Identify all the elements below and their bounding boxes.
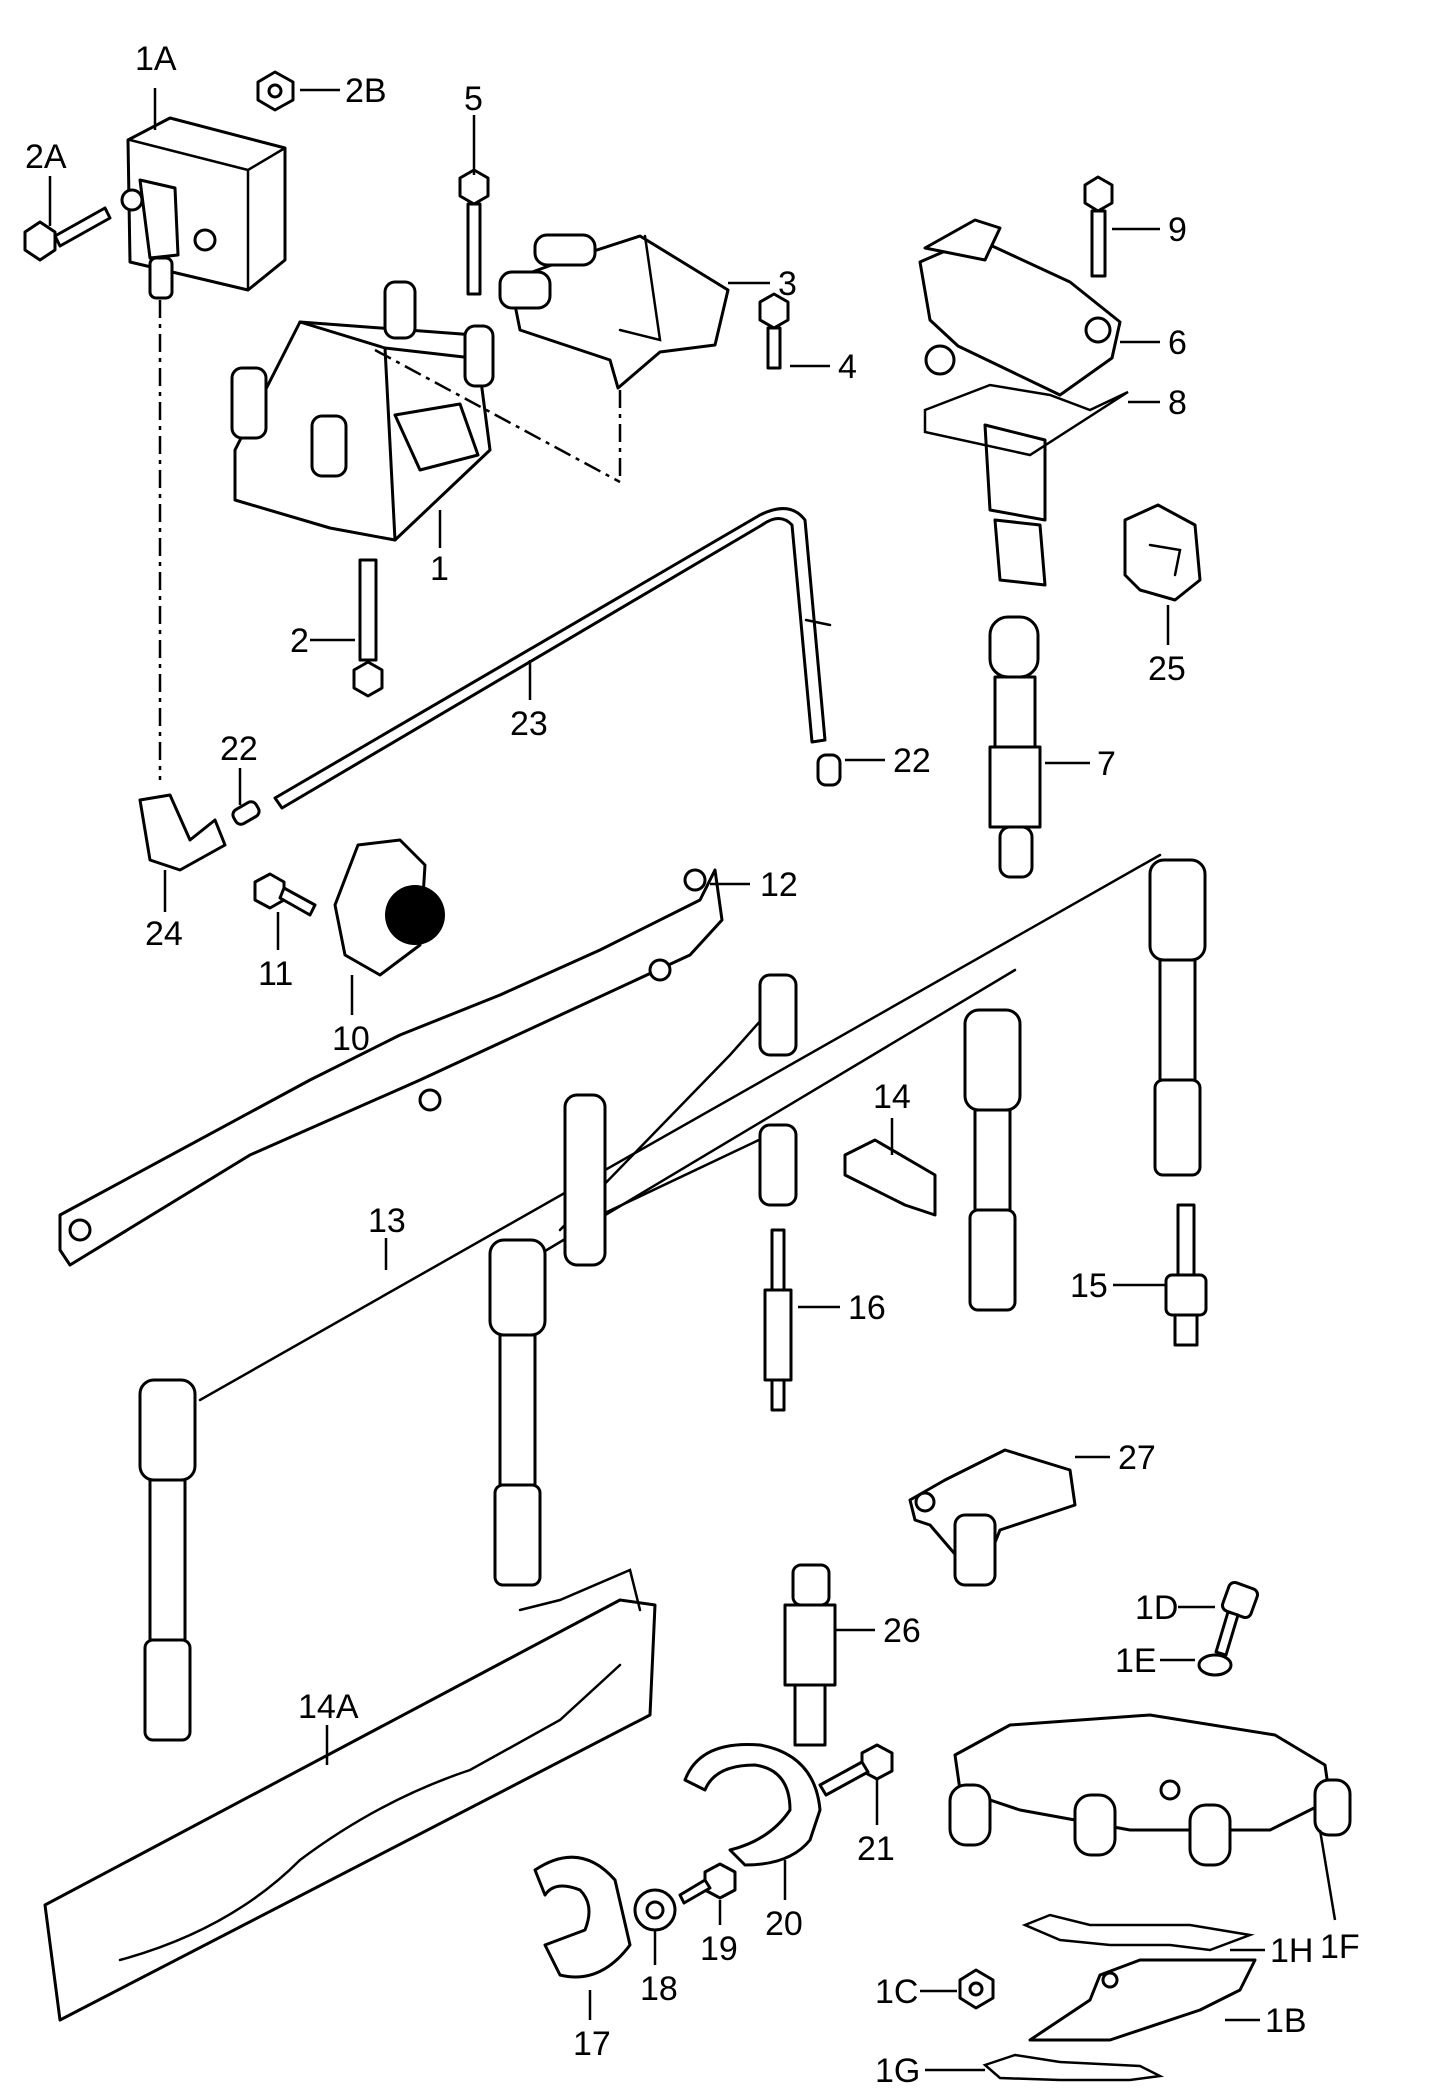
part-1b-bracket[interactable]	[1028, 1958, 1257, 2042]
part-13-ignition-lead-set[interactable]	[138, 853, 1207, 1742]
label-26: 26	[883, 1612, 921, 1650]
part-7-plug-connector[interactable]	[988, 615, 1042, 879]
part-14a-cover[interactable]	[43, 1568, 657, 2022]
part-26-valve[interactable]	[783, 1563, 837, 1747]
label-4: 4	[838, 348, 857, 386]
label-21: 21	[857, 1830, 895, 1868]
part-14-lead-holder[interactable]	[843, 1138, 937, 1217]
part-19-bolt[interactable]	[678, 1862, 737, 1905]
label-1c: 1C	[875, 1973, 918, 2011]
part-20-clamp[interactable]	[683, 1742, 822, 1867]
label-7: 7	[1097, 745, 1116, 783]
part-23-hose[interactable]	[273, 507, 832, 810]
label-1g: 1G	[875, 2052, 920, 2090]
part-2a-bolt[interactable]	[23, 206, 112, 262]
label-10: 10	[332, 1020, 370, 1058]
label-19: 19	[700, 1930, 738, 1968]
label-17: 17	[573, 2025, 611, 2063]
part-1c-nut[interactable]	[958, 1968, 995, 2010]
label-2a: 2A	[25, 138, 67, 176]
label-8: 8	[1168, 384, 1187, 422]
label-1: 1	[430, 550, 449, 588]
label-2: 2	[290, 622, 309, 660]
part-18-washer[interactable]	[633, 1888, 677, 1932]
label-1h: 1H	[1270, 1932, 1313, 1970]
label-1e: 1E	[1115, 1642, 1157, 1680]
part-1-ignition-coil[interactable]	[230, 280, 621, 542]
label-22-right: 22	[893, 742, 931, 780]
label-5: 5	[464, 80, 483, 118]
label-16: 16	[848, 1289, 886, 1327]
leader-lines	[48, 88, 1337, 2072]
label-13: 13	[368, 1202, 406, 1240]
label-3: 3	[778, 265, 797, 303]
label-27: 27	[1118, 1439, 1156, 1477]
part-8-gasket[interactable]	[923, 383, 1129, 457]
part-labels: 1A 2B 2A 5 3 4 9 6 8 1 2 23 25 22 22 7 2…	[25, 40, 1360, 2090]
label-20: 20	[765, 1905, 803, 1943]
part-1d-bolt[interactable]	[1214, 1580, 1260, 1657]
part-16-plug[interactable]	[763, 1228, 793, 1412]
label-18: 18	[640, 1970, 678, 2008]
part-1f-coil-assembly[interactable]	[948, 1713, 1352, 1867]
part-24-elbow[interactable]	[138, 793, 227, 872]
part-2-bolt[interactable]	[352, 558, 384, 698]
part-25-clip[interactable]	[1123, 503, 1202, 602]
label-1f: 1F	[1320, 1928, 1360, 1966]
label-22-left: 22	[220, 730, 258, 768]
part-22-clamp-left[interactable]	[231, 800, 262, 827]
label-14: 14	[873, 1078, 911, 1116]
part-2b-nut[interactable]	[256, 70, 295, 112]
part-1a-ignition-coil[interactable]	[120, 116, 287, 780]
part-1g-gasket[interactable]	[982, 2053, 1165, 2082]
label-14a: 14A	[298, 1688, 359, 1726]
label-1d: 1D	[1135, 1589, 1178, 1627]
part-9-bolt[interactable]	[1083, 175, 1114, 278]
label-25: 25	[1148, 650, 1186, 688]
part-22-clamp-right[interactable]	[816, 753, 842, 787]
part-12-bracket-plate[interactable]	[58, 868, 724, 1267]
part-15-spark-plug[interactable]	[1164, 1203, 1208, 1347]
part-10-control-module[interactable]	[333, 838, 445, 977]
label-1b: 1B	[1265, 2002, 1307, 2040]
label-12: 12	[760, 866, 798, 904]
label-6: 6	[1168, 324, 1187, 362]
part-3-bracket[interactable]	[498, 233, 730, 482]
part-1h-gasket[interactable]	[1021, 1913, 1255, 1952]
part-1e-washer[interactable]	[1197, 1653, 1233, 1677]
part-5-bolt[interactable]	[458, 168, 490, 296]
part-27-sensor[interactable]	[908, 1448, 1077, 1587]
label-9: 9	[1168, 211, 1187, 249]
label-24: 24	[145, 915, 183, 953]
label-1a: 1A	[135, 40, 177, 78]
part-6-coil-pack[interactable]	[918, 218, 1122, 587]
label-11: 11	[258, 955, 293, 993]
part-11-bolt[interactable]	[253, 872, 317, 917]
label-15: 15	[1070, 1267, 1108, 1305]
part-17-clamp[interactable]	[533, 1855, 632, 1979]
label-23: 23	[510, 705, 548, 743]
part-4-bolt[interactable]	[758, 292, 790, 370]
part-21-bolt[interactable]	[818, 1743, 894, 1797]
label-2b: 2B	[345, 72, 387, 110]
